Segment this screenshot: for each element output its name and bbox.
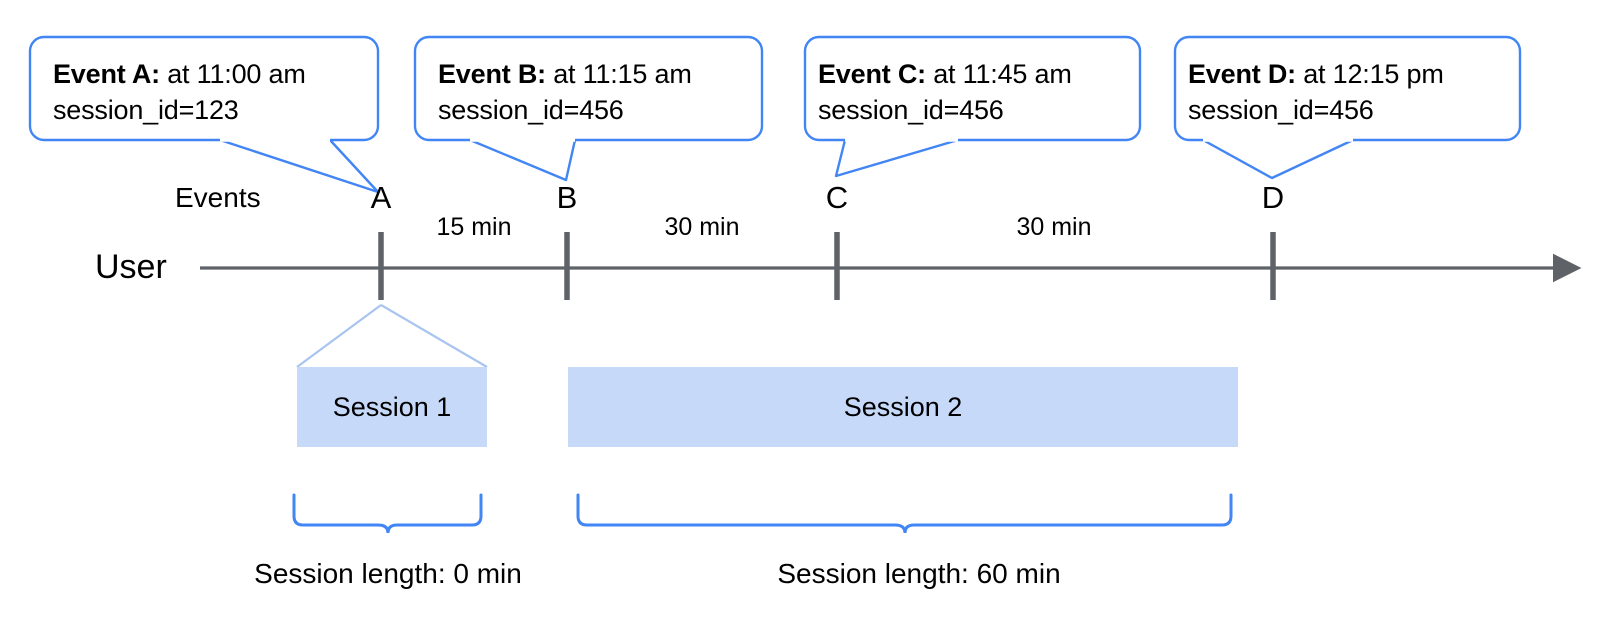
session-1-length-label: Session length: 0 min [254,558,522,589]
callout-a-session-id: session_id=123 [53,95,239,125]
callout-a-text: Event A: at 11:00 am session_id=123 [53,56,306,128]
session-1-bar [297,367,487,447]
brace-session-2 [576,493,1233,534]
callout-b-text: Event B: at 11:15 am session_id=456 [438,56,692,128]
gap-label-c-d: 30 min [1016,213,1092,241]
callout-c-lead: Event C: [818,59,926,89]
callout-c-session-id: session_id=456 [818,95,1004,125]
callout-a-time: at 11:00 am [159,59,306,89]
callout-b-session-id: session_id=456 [438,95,624,125]
event-letter-a: A [370,180,392,215]
brace-session-1 [292,493,483,534]
event-letter-d: D [1261,180,1285,215]
callout-a-lead: Event A: [53,59,160,89]
session-2-bar-label: Session 2 [843,392,963,422]
callout-b-lead: Event B: [438,59,546,89]
gap-label-b-c: 30 min [664,213,740,241]
callout-d-time: at 12:15 pm [1295,59,1444,89]
row-label-user: User [95,248,167,286]
callout-b-time: at 11:15 am [545,59,692,89]
row-label-events: Events [175,182,261,213]
callout-d-text: Event D: at 12:15 pm session_id=456 [1188,56,1444,128]
session-2-bar [568,367,1238,447]
session-2-length-label: Session length: 60 min [777,558,1061,589]
callout-d-lead: Event D: [1188,59,1296,89]
callout-d-session-id: session_id=456 [1188,95,1374,125]
session-1-bar-label: Session 1 [332,392,452,422]
callout-c-time: at 11:45 am [925,59,1072,89]
event-letter-c: C [825,180,849,215]
session-1-leader-lines [296,304,488,368]
callout-c-text: Event C: at 11:45 am session_id=456 [818,56,1072,128]
gap-label-a-b: 15 min [436,213,512,241]
event-letter-b: B [556,180,578,215]
